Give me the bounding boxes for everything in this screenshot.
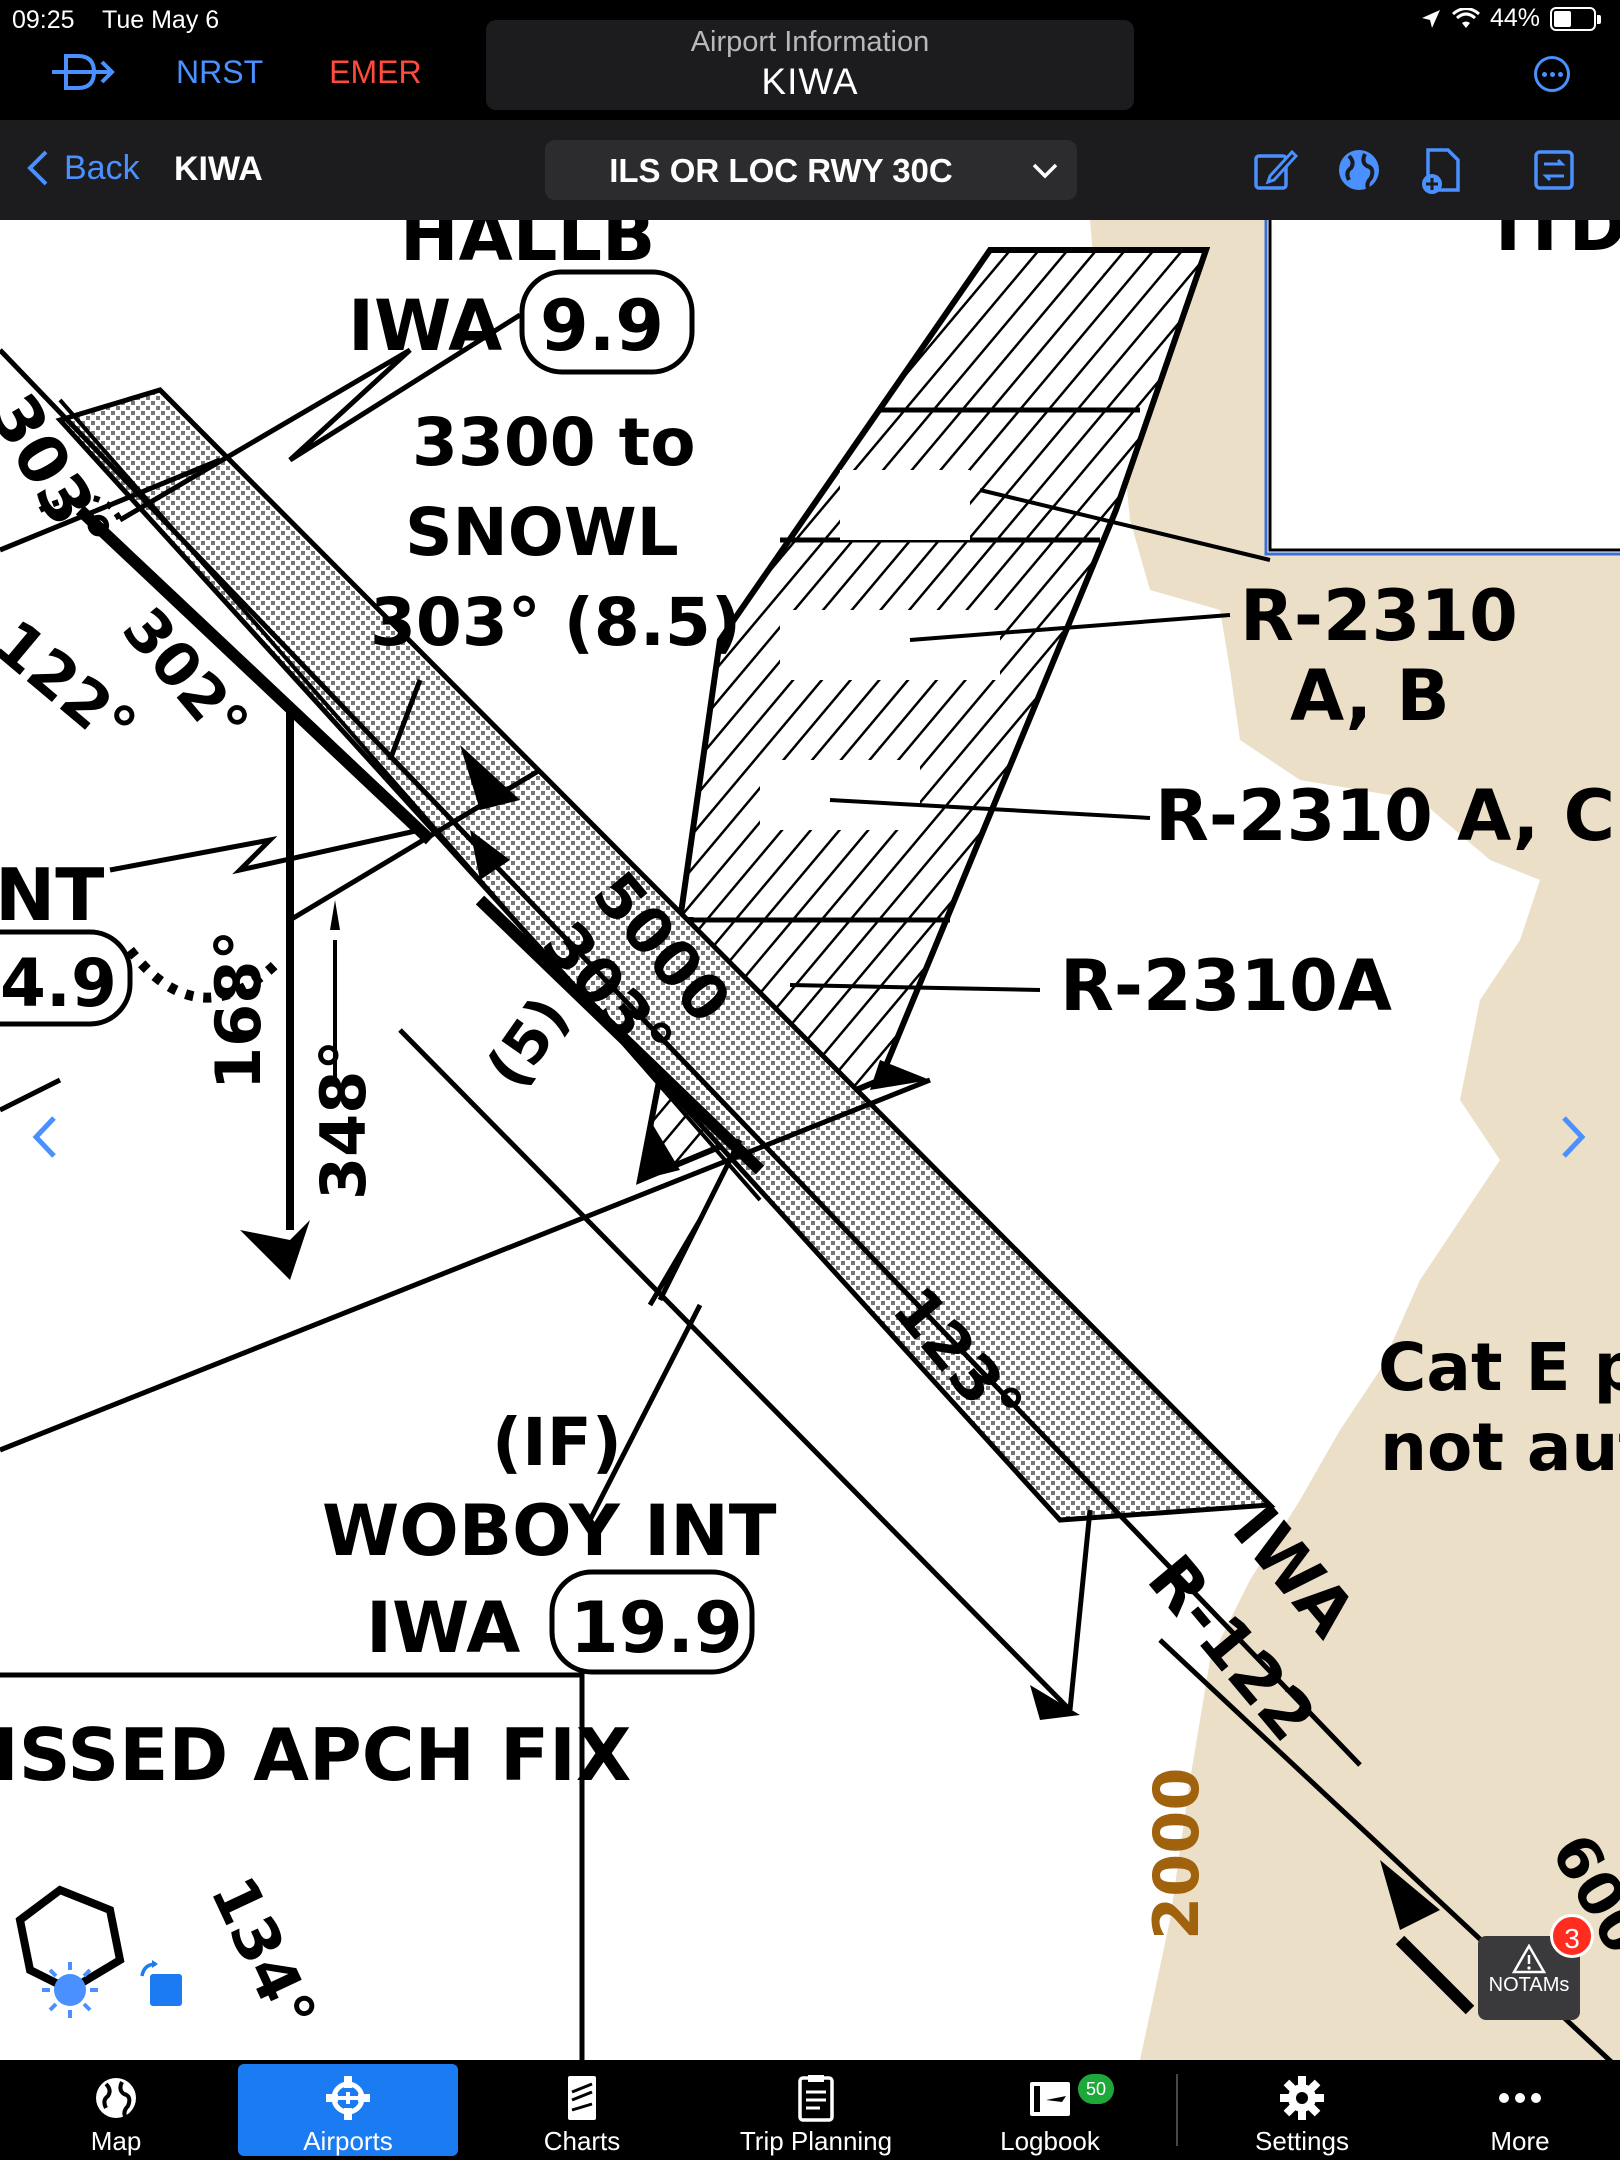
chart-info-box	[1264, 220, 1620, 556]
label-r2310a: R-2310A	[1060, 945, 1392, 1027]
emer-button[interactable]: EMER	[329, 53, 422, 90]
label-r2310ab-1: R-2310	[1240, 575, 1518, 657]
charts-icon	[568, 2076, 596, 2120]
logbook-badge: 50	[1078, 2074, 1114, 2104]
location-arrow-icon	[1421, 9, 1440, 28]
chart-toolbar: Back KIWA ILS OR LOC RWY 30C	[0, 120, 1620, 220]
status-time: 09:25	[12, 6, 75, 34]
label-edge-hd: ITD	[1495, 220, 1620, 267]
tab-logbook[interactable]: Logbook 50	[940, 2060, 1160, 2160]
tab-more[interactable]: More	[1410, 2060, 1620, 2160]
next-page-arrow-icon[interactable]	[1552, 1112, 1592, 1162]
label-dist-5: (5)	[473, 984, 582, 1099]
battery-fill	[1554, 10, 1571, 27]
label-alt-line1: 3300 to	[412, 404, 696, 481]
trip-planning-icon	[798, 2075, 834, 2122]
label-r2310ab-2: A, B	[1290, 655, 1450, 737]
label-woboy: WOBOY INT	[322, 1490, 777, 1572]
back-button[interactable]: Back	[24, 148, 140, 188]
course-lines	[0, 312, 1613, 2060]
battery-percent: 44%	[1489, 4, 1540, 32]
course-arrows	[240, 745, 1440, 1930]
wifi-icon	[1451, 7, 1480, 28]
nav-left-group: NRST EMER	[50, 52, 422, 92]
previous-page-arrow-icon[interactable]	[26, 1112, 66, 1162]
add-document-icon[interactable]	[1418, 146, 1466, 194]
battery-icon	[1550, 6, 1601, 31]
label-deg-168: 168°	[202, 930, 275, 1090]
back-label: Back	[64, 148, 140, 187]
title-airport: KIWA	[761, 61, 859, 102]
nrst-button[interactable]: NRST	[176, 53, 264, 90]
label-hallb-dist: 9.9	[540, 285, 664, 367]
rotate-icon[interactable]	[138, 1960, 186, 2008]
tab-label: More	[1490, 2126, 1550, 2156]
more-dots-icon	[1499, 2093, 1541, 2103]
tab-label: Settings	[1255, 2126, 1349, 2156]
airport-icon	[326, 2076, 370, 2120]
label-if: (IF)	[492, 1404, 622, 1481]
tab-trip-planning[interactable]: Trip Planning	[706, 2060, 926, 2160]
label-alt-line3: 303° (8.5)	[370, 584, 741, 661]
label-hallb-iwa: IWA	[348, 285, 502, 367]
tab-airports[interactable]: Airports	[238, 2064, 458, 2156]
label-hallb: HALLB	[400, 220, 655, 277]
label-woboy-iwa: IWA	[366, 1587, 520, 1669]
split-view-icon[interactable]	[1530, 146, 1578, 194]
label-alt-line2: SNOWL	[405, 494, 679, 571]
chevron-left-icon	[27, 150, 48, 186]
airport-info-title[interactable]: Airport Information KIWA	[486, 20, 1134, 110]
direct-to-icon[interactable]	[50, 52, 116, 92]
brightness-sun-icon[interactable]	[40, 1960, 100, 2020]
tab-label: Airports	[303, 2126, 393, 2156]
label-cat-e-1: Cat E p	[1378, 1329, 1620, 1406]
tab-map[interactable]: Map	[6, 2060, 226, 2160]
final-approach-course	[55, 387, 1276, 1523]
warning-icon	[1512, 1944, 1546, 1974]
top-bar: 09:25 Tue May 6 44% NRST EMER Airport In…	[0, 0, 1620, 120]
logbook-icon	[1030, 2082, 1070, 2116]
annotate-icon[interactable]	[1250, 146, 1298, 194]
chart-canvas: HALLB IWA 9.9 3300 to SNOWL 303° (8.5) R…	[0, 220, 1620, 2060]
label-missed: ISSED APCH FIX	[0, 1713, 631, 1797]
label-nt-dist: 4.9	[0, 945, 117, 1022]
label-r2310ac: R-2310 A, C	[1155, 775, 1615, 857]
tab-label: Map	[90, 2126, 142, 2156]
chart-selector[interactable]: ILS OR LOC RWY 30C	[545, 140, 1077, 200]
label-woboy-dist: 19.9	[570, 1587, 743, 1669]
label-deg-348: 348°	[307, 1040, 380, 1200]
chart-name: ILS OR LOC RWY 30C	[609, 152, 953, 189]
globe-icon	[96, 2078, 136, 2120]
notams-badge: 3	[1550, 1914, 1594, 1958]
tab-settings[interactable]: Settings	[1192, 2060, 1412, 2160]
tab-label: Logbook	[1000, 2126, 1100, 2156]
status-indicators: 44%	[1420, 4, 1601, 33]
holding-course	[75, 505, 435, 845]
label-nt: NT	[0, 853, 104, 937]
tab-label: Charts	[543, 2126, 621, 2156]
more-circle-icon[interactable]	[1534, 56, 1570, 92]
globe-icon[interactable]	[1335, 146, 1383, 194]
notams-label: NOTAMs	[1488, 1974, 1570, 1996]
approach-chart[interactable]: HALLB IWA 9.9 3300 to SNOWL 303° (8.5) R…	[0, 220, 1620, 2060]
tab-bar: Map Airports Charts Trip Planning Logboo…	[0, 2060, 1620, 2160]
label-cat-e-2: not auth	[1380, 1409, 1620, 1486]
tab-charts[interactable]: Charts	[472, 2060, 692, 2160]
chevron-down-icon	[1032, 163, 1058, 179]
gear-icon	[1280, 2076, 1324, 2120]
notams-button[interactable]: NOTAMs 3	[1478, 1914, 1594, 2020]
label-contour-2000: 2000	[1140, 1767, 1213, 1940]
tab-label: Trip Planning	[739, 2126, 893, 2156]
status-date: Tue May 6	[102, 6, 220, 34]
terrain-area	[1090, 220, 1620, 2060]
title-subtitle: Airport Information	[690, 26, 930, 58]
toolbar-airport-id: KIWA	[174, 150, 263, 188]
tab-separator	[1176, 2074, 1178, 2146]
